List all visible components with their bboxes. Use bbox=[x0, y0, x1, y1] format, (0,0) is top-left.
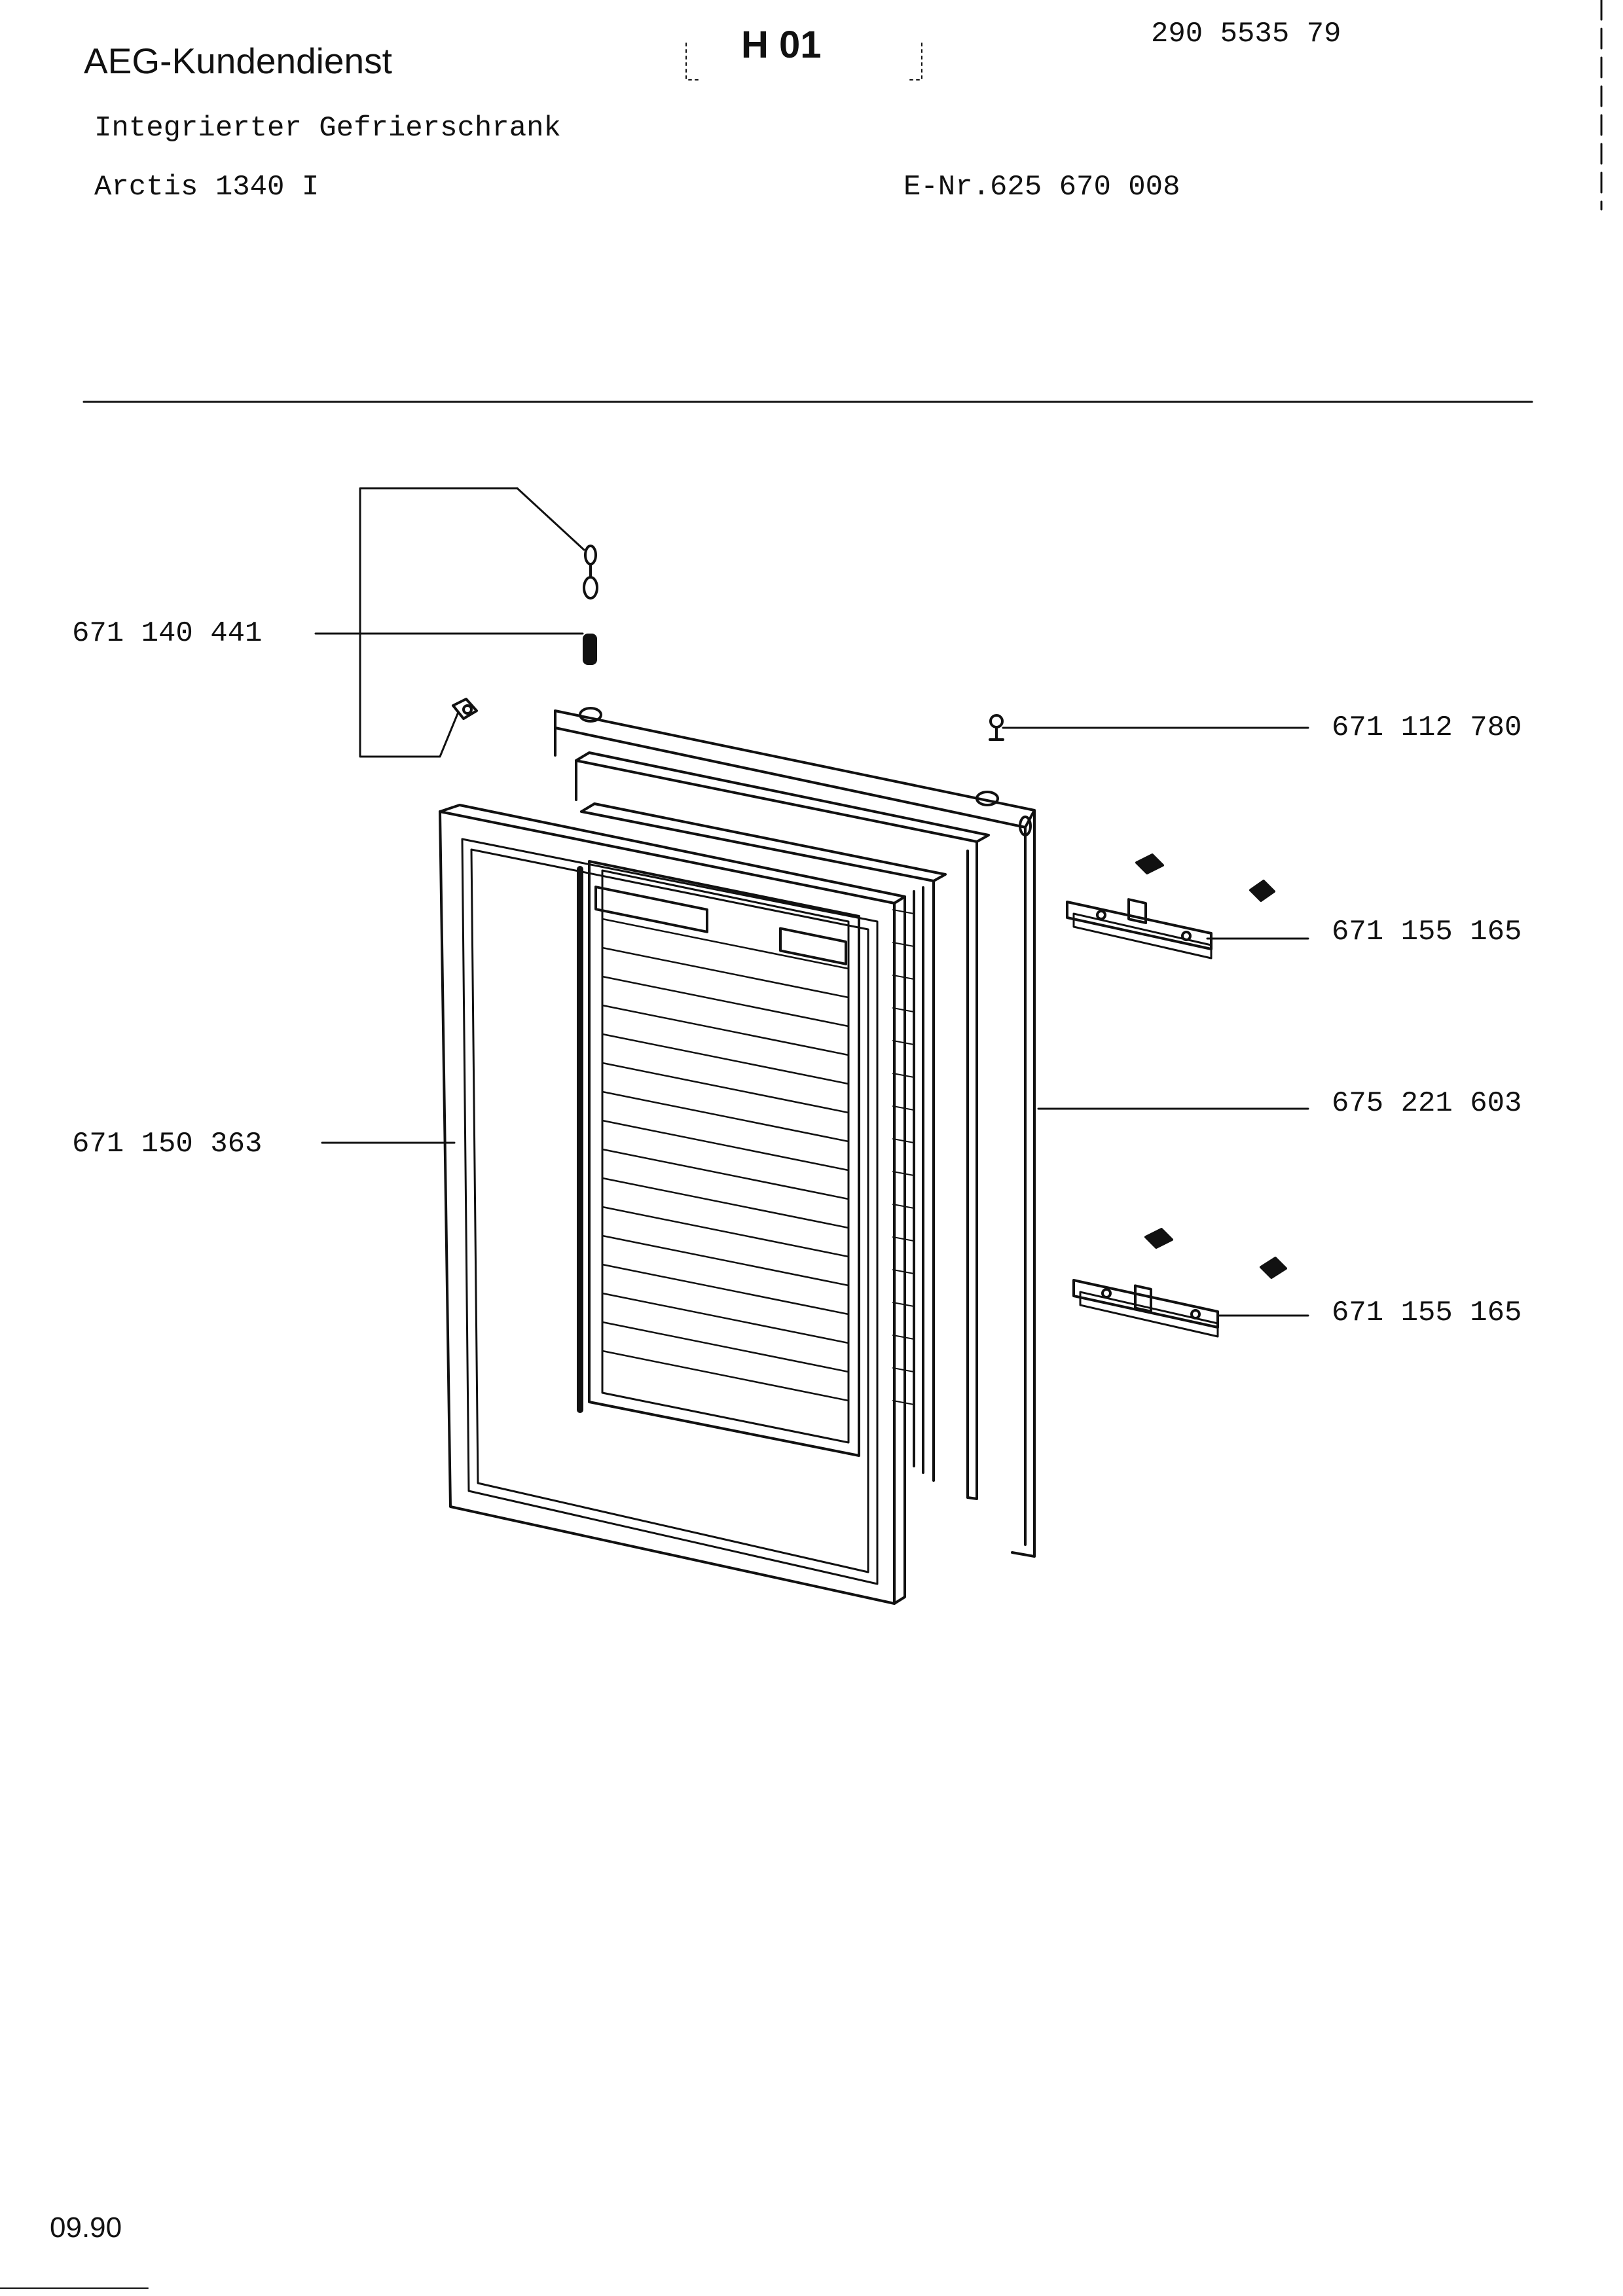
hinge-screw-top-2-icon bbox=[1249, 880, 1275, 902]
part-number-675-221-603: 675 221 603 bbox=[1332, 1087, 1522, 1120]
door-seal-frame bbox=[439, 810, 896, 1605]
door-inner-face-inset bbox=[601, 869, 850, 1444]
door-liner-side bbox=[913, 886, 924, 1474]
door-label-plate-right bbox=[779, 927, 847, 965]
door-seal-frame-inner2 bbox=[470, 848, 869, 1573]
hinge-bolt-icon bbox=[583, 634, 597, 665]
brand-title: AEG-Kundendienst bbox=[84, 41, 392, 81]
door-panel-hole-side bbox=[1019, 816, 1032, 836]
sheet-bracket-right bbox=[908, 43, 922, 81]
hinge-plate-top-icon bbox=[1066, 898, 1213, 960]
part-number-671-140-441: 671 140 441 bbox=[72, 617, 263, 650]
hinge-screw-bottom-1-icon bbox=[1144, 1228, 1173, 1249]
sheet-bracket-left bbox=[685, 43, 700, 81]
hinge-screw-bottom-2-icon bbox=[1260, 1257, 1287, 1279]
hinge-pin-icon bbox=[583, 545, 598, 600]
product-type: Integrierter Gefrierschrank bbox=[94, 112, 561, 145]
door-seal-frame-depth bbox=[439, 804, 906, 1605]
part-number-671-112-780: 671 112 780 bbox=[1332, 711, 1522, 744]
door-panel-hole-top-right bbox=[976, 791, 999, 806]
door-inner-face bbox=[588, 860, 860, 1457]
door-seal-frame-inner bbox=[461, 838, 879, 1585]
hinge-bracket-diag bbox=[516, 487, 585, 551]
door-label-plate-left bbox=[594, 886, 708, 933]
document-number: 290 5535 79 bbox=[1151, 18, 1341, 50]
top-pin-icon bbox=[989, 714, 1004, 741]
hinge-screw-icon bbox=[452, 698, 478, 720]
e-number: E-Nr.625 670 008 bbox=[903, 171, 1180, 204]
hinge-bracket bbox=[359, 487, 519, 758]
footer-date: 09.90 bbox=[50, 2212, 122, 2244]
sheet-number: H 01 bbox=[741, 24, 822, 66]
hinge-plate-bottom-icon bbox=[1072, 1279, 1219, 1338]
part-number-671-155-165-bottom: 671 155 165 bbox=[1332, 1297, 1522, 1329]
door-frame-middle bbox=[575, 751, 990, 1500]
door-panel-hole-top-left bbox=[579, 707, 602, 723]
hinge-screw-top-1-icon bbox=[1135, 853, 1164, 874]
part-number-671-155-165-top: 671 155 165 bbox=[1332, 916, 1522, 948]
door-liner bbox=[580, 802, 947, 1482]
model-name: Arctis 1340 I bbox=[94, 171, 319, 204]
door-inner-grooves bbox=[601, 918, 850, 1402]
part-number-671-150-363: 671 150 363 bbox=[72, 1128, 263, 1160]
